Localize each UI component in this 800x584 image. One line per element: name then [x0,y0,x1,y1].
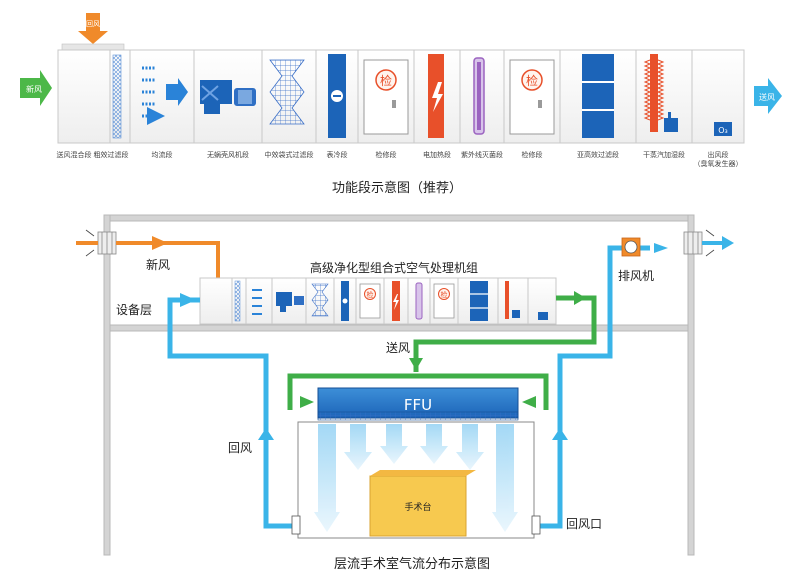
fresh-air-label: 新风 [146,257,170,272]
ahu-title: 高级净化型组合式空气处理机组 [310,260,478,275]
section-label: 亚高效过滤段 [577,150,619,159]
ahu-sub-hepa [470,281,488,321]
operating-room: 手术台 [291,421,541,539]
top-outlet-arrow: 送风 [754,78,782,114]
top-return-label: 回风 [86,20,100,28]
steam-humidifier-icon [643,54,678,132]
top-ahu-diagram: 新风 回风 [20,13,782,196]
section-label: 粗效过滤段 [94,150,129,159]
bag-filter-icon [269,59,305,125]
section-label: 出风段 [708,150,729,159]
section-label: 均流段 [152,150,173,159]
inspection-glyph-2: 检 [526,73,538,88]
top-return-tag: 回风 [61,13,125,51]
ahu-equalizer [252,289,262,315]
bottom-caption: 层流手术室气流分布示意图 [334,556,490,572]
outlet-note: （臭氧发生器） [694,159,743,168]
bottom-airflow-diagram: 新风 高级净化型组合式空气处理机组 [76,214,734,572]
sub-hepa-filter-icon [582,54,614,138]
ffu-label: FFU [404,396,432,414]
ahu-humidifier [505,281,509,319]
exhaust-fan-label: 排风机 [618,269,654,283]
ffu-unit: FFU [317,387,519,421]
ahu-uv-lamp [415,282,423,320]
inspection-glyph-1: 检 [380,73,392,88]
inspection-door-1: 检 [363,59,409,135]
return-air-label: 回风 [228,441,252,455]
laminar-airflow [314,424,518,532]
ahu-unit: 高级净化型组合式空气处理机组 检 [199,260,557,325]
fan-icon [200,80,256,114]
ahu-coarse-filter [234,280,241,322]
top-section-labels: 送风混合段 粗效过滤段 均流段 无蜗壳风机段 中效袋式过滤段 表冷段 检修段 电… [57,150,743,168]
ahu-fan [276,292,292,312]
top-caption: 功能段示意图（推荐） [332,180,462,196]
section-label: 紫外线灭菌段 [461,150,503,159]
equalizer-arrows [142,66,188,116]
return-outlet-label: 回风口 [566,517,602,531]
electric-heater-icon [428,54,444,138]
uv-lamp-icon [473,57,485,135]
supply-air-label: 送风 [386,340,410,355]
building-outline [103,214,695,556]
ozone-glyph: O₃ [718,126,728,135]
section-label: 表冷段 [327,150,348,159]
ahu-bag-filter [311,283,329,317]
section-label: 中效袋式过滤段 [265,150,314,159]
return-grille-right [531,515,541,535]
ahu-ozone [538,312,548,320]
top-outlet-label: 送风 [759,92,775,102]
top-inlet-label: 新风 [26,84,42,94]
return-grille-left [291,515,301,535]
section-label: 检修段 [376,150,397,159]
section-label: 送风混合段 [57,150,92,159]
operating-table-label: 手术台 [404,501,431,513]
section-label: 无蜗壳风机段 [207,150,249,159]
supply-air-arrows [300,291,586,408]
equipment-floor-label: 设备层 [116,303,152,317]
top-inlet-arrow: 新风 [20,70,52,106]
return-air-arrows [180,293,568,440]
fresh-air-intake: 新风 [76,229,220,278]
exhaust-fan: 排风机 [618,229,734,283]
ahu-inspection-glyph-2: 检 [441,290,448,299]
section-label: 干蒸汽加湿段 [643,150,685,159]
coarse-filter-mesh [112,54,122,139]
section-label: 电加热段 [423,150,451,159]
ozone-generator-icon: O₃ [714,122,732,136]
section-label: 检修段 [522,150,543,159]
inspection-door-2: 检 [509,59,555,135]
ahu-inspection-glyph-1: 检 [367,290,374,299]
cooling-coil-icon [328,54,346,138]
section-box-mixing [57,49,111,144]
